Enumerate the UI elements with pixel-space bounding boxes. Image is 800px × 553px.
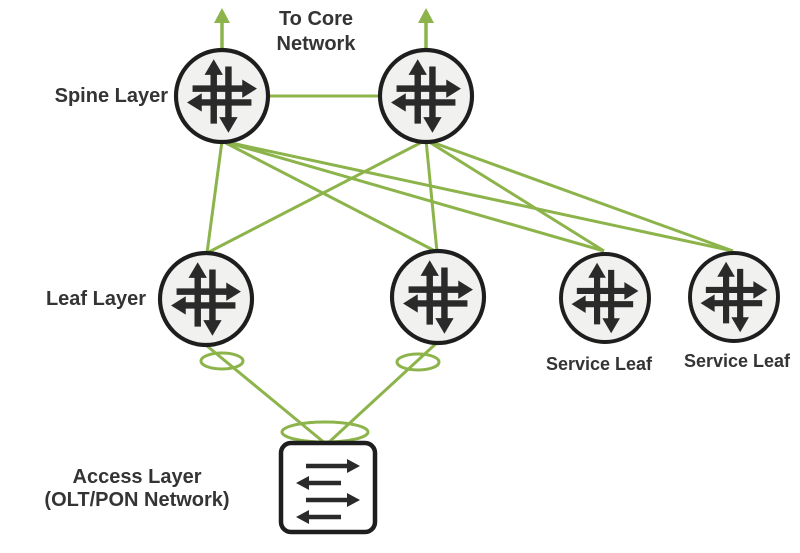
service-leaf-2-node	[688, 251, 780, 343]
link-spine-1-to-service-leaf-2	[221, 139, 734, 253]
access-switch-node	[278, 440, 378, 535]
link-spine-2-to-leaf-1	[206, 138, 427, 255]
link-spine-2-to-service-leaf-1	[425, 138, 605, 253]
core-network-label: To Core Network	[250, 7, 382, 57]
link-spine-1-to-leaf-1	[205, 140, 224, 254]
spine-2-node	[377, 47, 475, 145]
link-leaf-2-to-access-switch	[325, 337, 443, 446]
spine-1-node	[173, 47, 271, 145]
access-layer-label-line1: Access Layer	[72, 466, 202, 488]
link-leaf-1-to-access-switch	[200, 339, 327, 446]
access-layer-label-line2: (OLT/PON Network)	[44, 489, 230, 511]
link-spine-2-to-leaf-2	[424, 139, 439, 253]
router-icon	[705, 268, 763, 324]
core-network-label-line2: Network	[276, 33, 356, 55]
link-spine-1-to-service-leaf-1	[221, 139, 605, 253]
router-icon	[192, 66, 252, 124]
spine-layer-label: Spine Layer	[54, 85, 168, 107]
router-icon	[176, 269, 236, 327]
access-layer-label: Access Layer (OLT/PON Network)	[14, 466, 260, 512]
leaf-layer-label: Leaf Layer	[45, 288, 146, 310]
uplink-arrow-2-icon	[418, 8, 434, 50]
service-leaf-2-label: Service Leaf	[683, 351, 791, 371]
lag-ellipse-1	[199, 351, 245, 371]
lag-ellipse-2	[395, 352, 441, 372]
router-icon	[396, 66, 456, 124]
service-leaf-1-node	[559, 252, 651, 344]
service-leaf-1-label: Service Leaf	[545, 354, 653, 374]
router-icon	[408, 267, 468, 325]
lag-ellipse-3	[280, 420, 370, 444]
core-network-label-line1: To Core	[278, 8, 354, 30]
leaf-2-node	[389, 248, 487, 346]
leaf-1-node	[157, 250, 255, 348]
link-spine-1-to-leaf-2	[221, 139, 438, 254]
switch-arrows-icon	[296, 459, 360, 524]
router-icon	[576, 269, 634, 325]
link-spine-2-to-service-leaf-2	[425, 138, 734, 253]
uplink-arrow-1-icon	[214, 8, 230, 51]
